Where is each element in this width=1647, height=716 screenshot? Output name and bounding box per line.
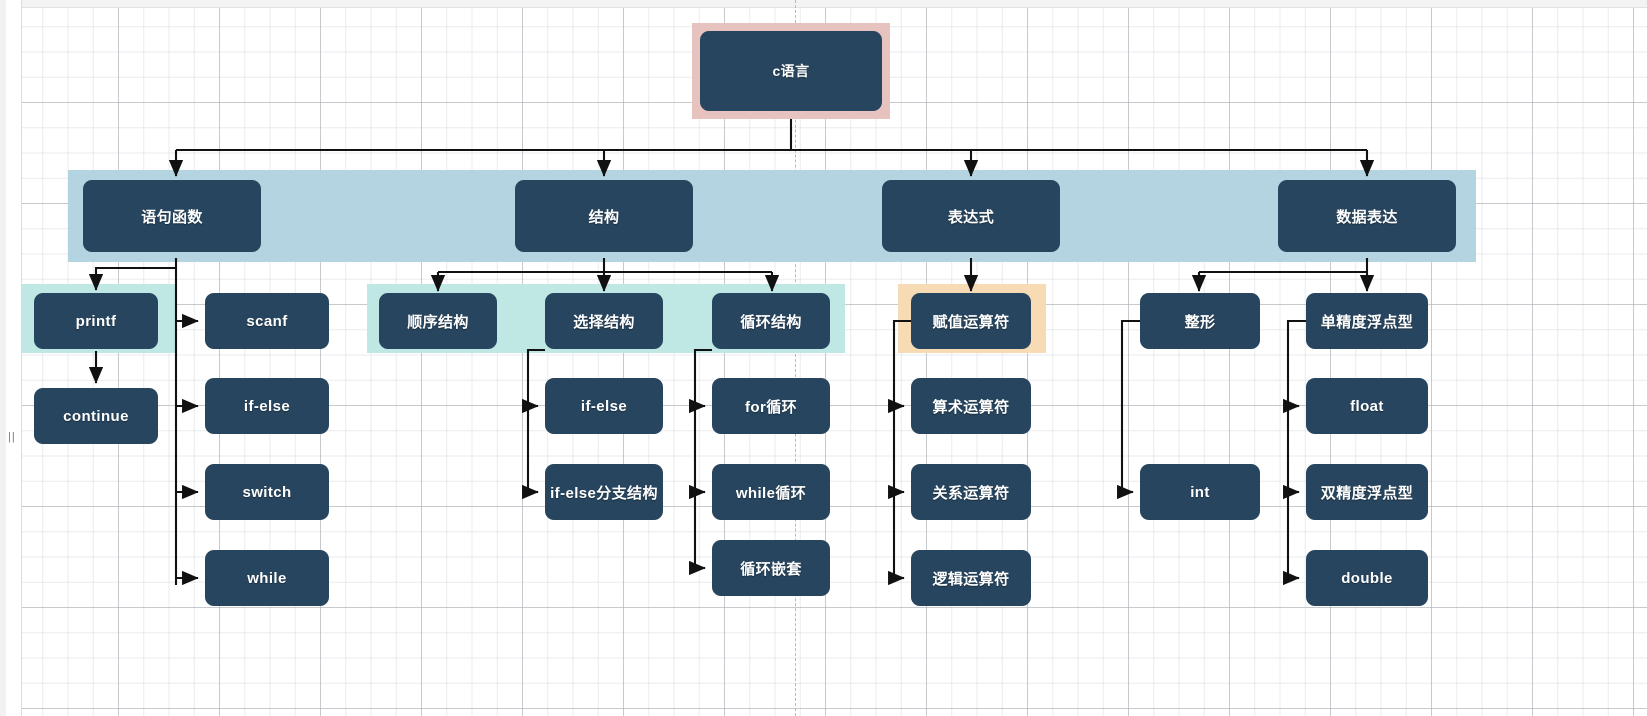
node-if-else-statement[interactable]: if-else [205, 378, 329, 434]
node-nested-loop[interactable]: 循环嵌套 [712, 540, 830, 596]
node-single-precision-float-type[interactable]: 单精度浮点型 [1306, 293, 1428, 349]
node-double[interactable]: double [1306, 550, 1428, 606]
top-ruler-strip [0, 0, 1647, 8]
level1-band-highlight [68, 170, 1476, 262]
node-arithmetic-operator[interactable]: 算术运算符 [911, 378, 1031, 434]
node-continue[interactable]: continue [34, 388, 158, 444]
node-expression[interactable]: 表达式 [882, 180, 1060, 252]
node-scanf[interactable]: scanf [205, 293, 329, 349]
node-sequence-structure[interactable]: 顺序结构 [379, 293, 497, 349]
node-while-loop[interactable]: while循环 [712, 464, 830, 520]
node-switch[interactable]: switch [205, 464, 329, 520]
node-printf[interactable]: printf [34, 293, 158, 349]
vertical-guide-line [795, 0, 796, 716]
node-statements-functions[interactable]: 语句函数 [83, 180, 261, 252]
node-while[interactable]: while [205, 550, 329, 606]
node-structure[interactable]: 结构 [515, 180, 693, 252]
node-relational-operator[interactable]: 关系运算符 [911, 464, 1031, 520]
node-selection-structure[interactable]: 选择结构 [545, 293, 663, 349]
left-gutter: || [0, 0, 22, 716]
left-gutter-track[interactable] [6, 0, 22, 716]
node-data-representation[interactable]: 数据表达 [1278, 180, 1456, 252]
node-selection-if-else[interactable]: if-else [545, 378, 663, 434]
drag-handle-icon[interactable]: || [8, 431, 16, 443]
node-root-c-language[interactable]: c语言 [700, 31, 882, 111]
node-logical-operator[interactable]: 逻辑运算符 [911, 550, 1031, 606]
node-loop-structure[interactable]: 循环结构 [712, 293, 830, 349]
node-int[interactable]: int [1140, 464, 1260, 520]
node-double-precision-float-type[interactable]: 双精度浮点型 [1306, 464, 1428, 520]
node-float[interactable]: float [1306, 378, 1428, 434]
node-integer-type[interactable]: 整形 [1140, 293, 1260, 349]
node-for-loop[interactable]: for循环 [712, 378, 830, 434]
node-assignment-operator[interactable]: 赋值运算符 [911, 293, 1031, 349]
node-if-else-branch-structure[interactable]: if-else分支结构 [545, 464, 663, 520]
